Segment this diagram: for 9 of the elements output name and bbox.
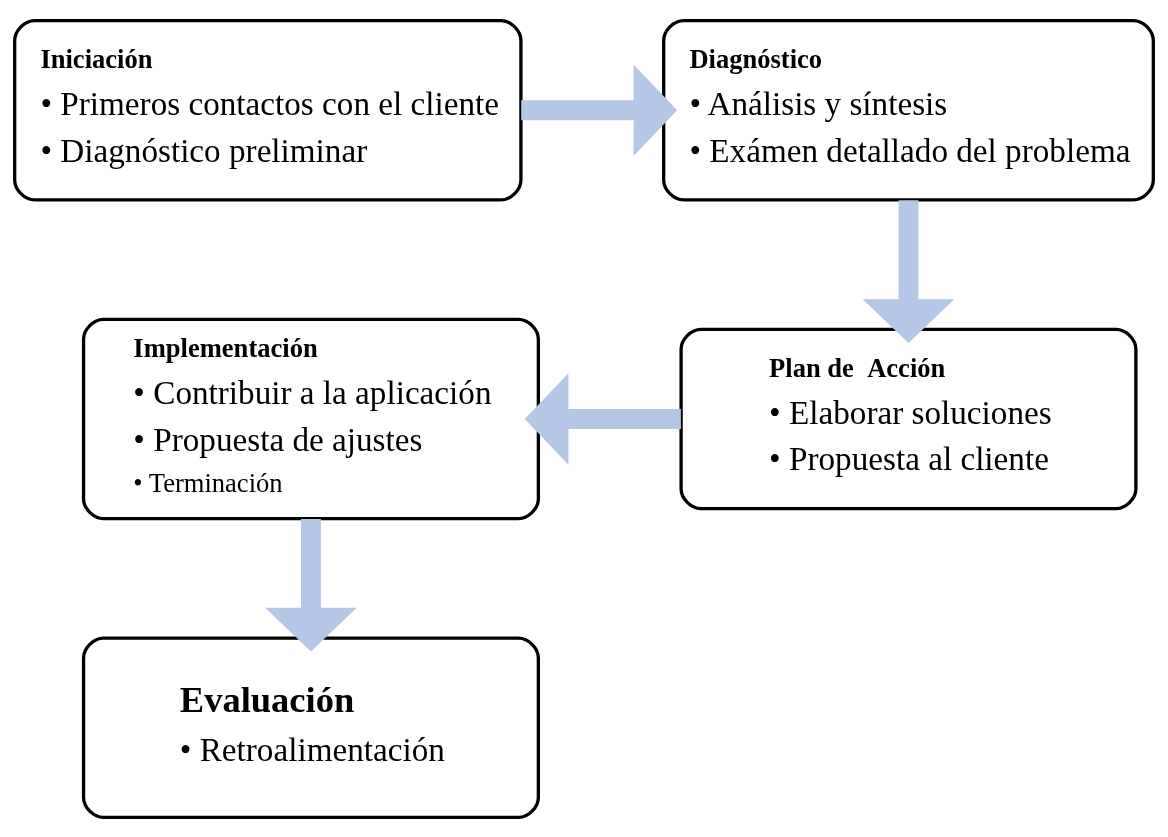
node-box: Evaluación • Retroalimentación	[81, 635, 540, 819]
node-box: Iniciación • Primeros contactos con el cliente • Diagnóstico preliminar	[13, 18, 523, 202]
arrow	[524, 372, 681, 465]
arrow	[265, 518, 357, 651]
arrow	[862, 199, 955, 343]
node-box: Diagnóstico • Análisis y síntesis • Exámen detallado del problema	[662, 18, 1155, 202]
node-box: Plan de Acción • Elaborar soluciones • Propuesta al cliente	[679, 327, 1138, 510]
arrow	[521, 63, 678, 156]
node-box: Implementación • Contribuir a la aplicación • Propuesta de ajustes • Terminación	[81, 317, 540, 520]
